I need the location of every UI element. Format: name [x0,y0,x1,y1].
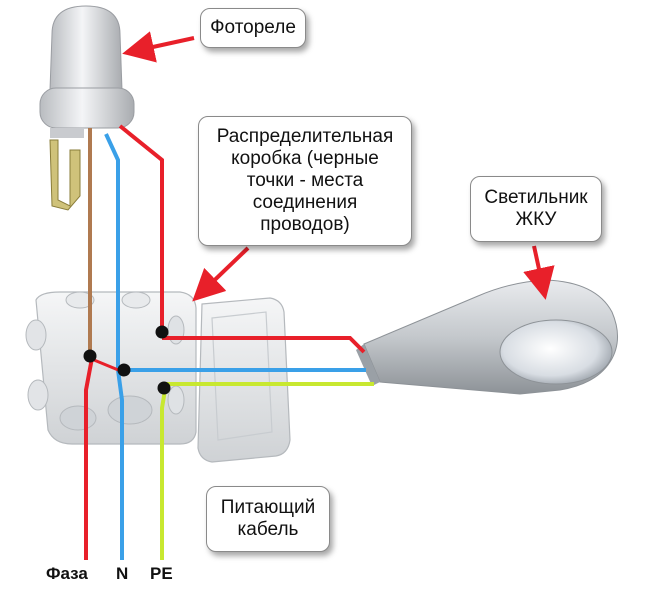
relay-red-wire [118,124,164,334]
junction-box-label: Распределительная коробка (черные точки … [216,126,394,235]
photorelay-label: Фотореле [210,17,296,38]
earth-label: PE [150,564,173,583]
luminaire [356,279,618,395]
supply-cable-callout: Питающий кабель [206,486,330,552]
junction-dot-lamp-live [155,325,169,339]
photorelay [39,5,135,211]
relay-blue-wire [104,133,120,370]
photorelay-callout: Фотореле [200,8,306,48]
supply-neutral-wire [116,369,124,560]
junction-dot-earth [157,381,171,395]
junction-box-lid [197,297,291,463]
phase-label: Фаза [46,564,88,583]
lamp-red-wire [162,336,366,354]
luminaire-callout: Светильник ЖКУ [470,176,602,242]
luminaire-label: Светильник ЖКУ [484,187,588,230]
junction-box-arrow [192,246,250,302]
junction-dot-phase [83,349,97,363]
junction-box-callout: Распределительная коробка (черные точки … [198,116,412,246]
supply-phase-wire [84,357,94,560]
luminaire-arrow [523,245,555,300]
junction-dot-neutral [117,363,131,377]
photorelay-arrow [122,31,195,63]
supply-cable-label: Питающий кабель [220,497,316,540]
neutral-label: N [116,564,129,583]
